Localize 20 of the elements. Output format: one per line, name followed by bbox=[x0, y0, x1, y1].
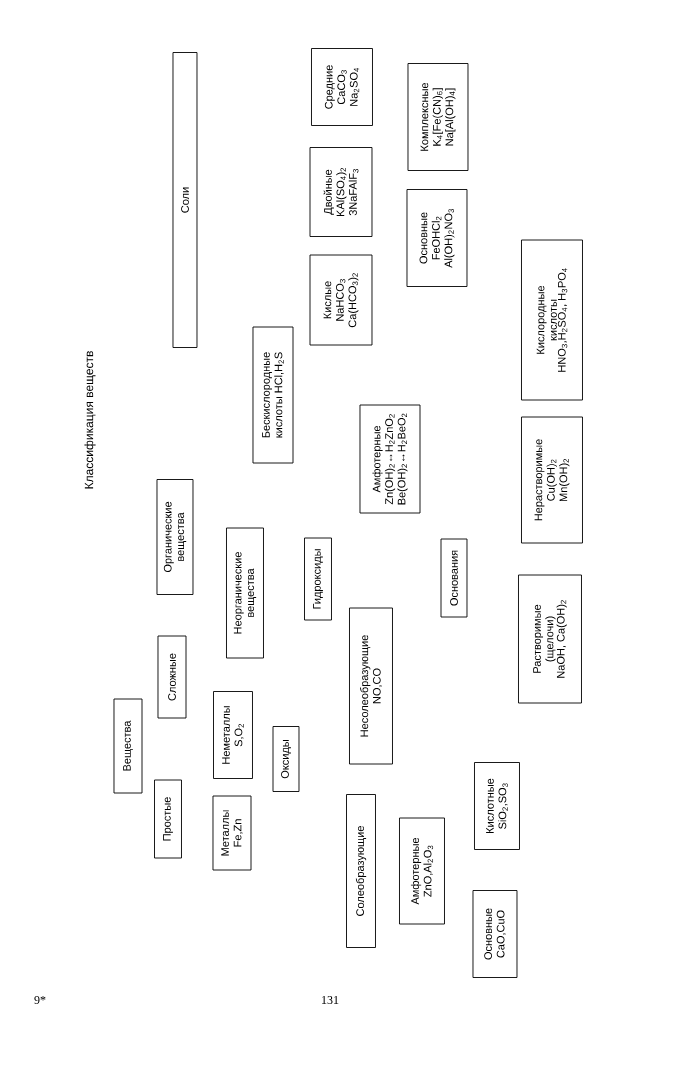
title: Классификация веществ bbox=[84, 351, 96, 489]
class-box: Неметаллы S,O$_{2}$ bbox=[213, 691, 253, 779]
class-box: Основные CaO,CuO bbox=[472, 890, 518, 978]
class-box: Нерастворимые Cu(OH)$_{2}$ Mn(OH)$_{2}$ bbox=[521, 416, 583, 544]
class-box: Растворимые (щелочи) NaOH, Ca(OH)$_{2}$ bbox=[518, 574, 582, 704]
page-number: 131 bbox=[322, 995, 339, 1005]
class-box: Несолеобразующие NO,CO bbox=[349, 607, 393, 765]
page-number: 9* bbox=[34, 995, 46, 1005]
class-box: Основания bbox=[440, 538, 468, 618]
class-box: Металлы Fe,Zn bbox=[212, 795, 252, 871]
class-box: Неорганические вещества bbox=[226, 527, 264, 659]
class-box: Вещества bbox=[113, 698, 143, 794]
class-box: Сложные bbox=[157, 635, 187, 719]
class-box: Соли bbox=[172, 52, 198, 348]
class-box: Органические вещества bbox=[156, 479, 194, 595]
class-box: Кислые NaHCO$_{3}$ Ca(HCO$_{3}$)$_{2}$ bbox=[309, 254, 373, 346]
class-box: Простые bbox=[154, 779, 182, 859]
class-box: Оксиды bbox=[272, 726, 300, 792]
class-box: Солеобразующие bbox=[346, 794, 376, 948]
class-box: Гидроксиды bbox=[304, 537, 332, 621]
